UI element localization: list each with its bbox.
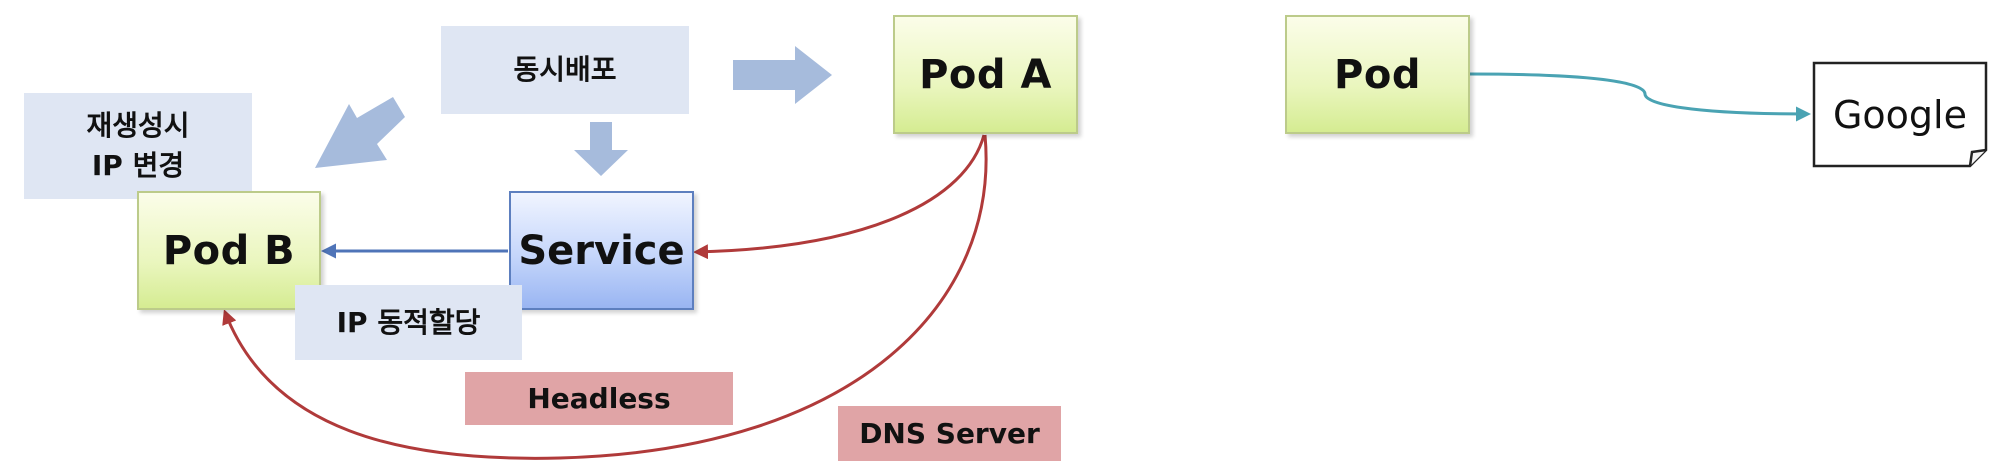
google-node: Google bbox=[1812, 61, 1988, 168]
arrow-pod-a-to-pod-b-dns bbox=[222, 134, 988, 460]
headless-tag-label: Headless bbox=[527, 382, 671, 415]
document-shape-icon bbox=[1812, 61, 1988, 168]
ip-change-note-line-1: 재생성시 bbox=[86, 109, 190, 142]
pod-box-label: Pod bbox=[1334, 51, 1421, 98]
arrow-pod-to-google bbox=[1469, 72, 1811, 122]
arrow-pod-a-to-service bbox=[693, 134, 986, 260]
dns-server-tag: DNS Server bbox=[838, 406, 1061, 461]
block-arrow-to-service bbox=[574, 122, 628, 176]
ip-change-note-line-2: IP 변경 bbox=[91, 149, 185, 182]
dns-server-tag-label: DNS Server bbox=[859, 417, 1040, 450]
deploy-note: 동시배포 bbox=[441, 26, 689, 114]
dynamic-ip-note: IP 동적할당 bbox=[295, 285, 522, 360]
pod-a: Pod A bbox=[893, 15, 1078, 134]
service-box: Service bbox=[509, 191, 694, 310]
service-label: Service bbox=[518, 227, 685, 274]
pod-b-label: Pod B bbox=[162, 227, 296, 274]
pod-box: Pod bbox=[1285, 15, 1470, 134]
ip-change-note: 재생성시 IP 변경 bbox=[24, 93, 252, 199]
pod-a-label: Pod A bbox=[919, 51, 1052, 98]
pod-b: Pod B bbox=[137, 191, 321, 310]
block-arrow-to-pod-a bbox=[733, 46, 832, 104]
headless-tag: Headless bbox=[465, 372, 733, 425]
dynamic-ip-note-label: IP 동적할당 bbox=[336, 305, 481, 339]
google-label: Google bbox=[1832, 92, 1967, 137]
deploy-note-label: 동시배포 bbox=[513, 53, 617, 86]
block-arrow-to-pod-b bbox=[315, 97, 405, 168]
